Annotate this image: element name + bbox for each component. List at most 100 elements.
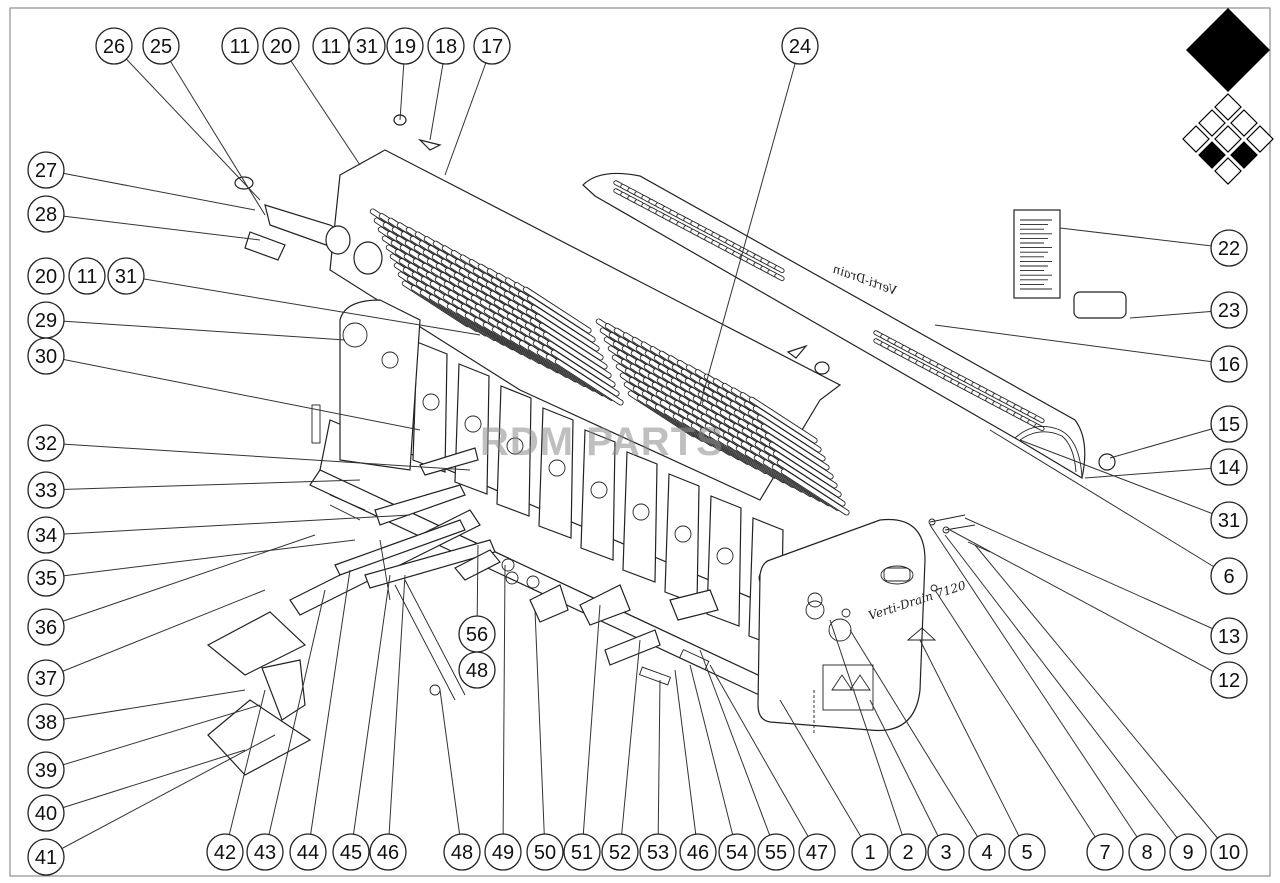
callout-47[interactable]: 47 bbox=[798, 833, 836, 871]
callout-34[interactable]: 34 bbox=[27, 516, 65, 554]
callout-22[interactable]: 22 bbox=[1210, 229, 1248, 267]
callout-51[interactable]: 51 bbox=[563, 833, 601, 871]
leader-line bbox=[944, 534, 1189, 853]
callout-4[interactable]: 4 bbox=[968, 833, 1006, 871]
callout-32[interactable]: 32 bbox=[27, 424, 65, 462]
leader-line bbox=[674, 669, 699, 853]
callout-number: 22 bbox=[1218, 238, 1240, 260]
callout-19[interactable]: 19 bbox=[386, 27, 424, 65]
callout-55[interactable]: 55 bbox=[757, 833, 795, 871]
callout-46[interactable]: 46 bbox=[369, 833, 407, 871]
leader-line bbox=[869, 699, 947, 853]
callout-48[interactable]: 48 bbox=[443, 833, 481, 871]
callout-11[interactable]: 11 bbox=[68, 257, 106, 295]
callout-10[interactable]: 10 bbox=[1210, 833, 1248, 871]
callout-50[interactable]: 50 bbox=[526, 833, 564, 871]
callout-number: 31 bbox=[115, 266, 137, 288]
callout-number: 37 bbox=[35, 668, 57, 690]
callout-24[interactable]: 24 bbox=[781, 27, 819, 65]
callout-number: 15 bbox=[1218, 414, 1240, 436]
callout-26[interactable]: 26 bbox=[95, 27, 133, 65]
callout-31[interactable]: 31 bbox=[348, 27, 386, 65]
callout-35[interactable]: 35 bbox=[27, 559, 65, 597]
leader-line bbox=[45, 689, 246, 723]
callout-number: 27 bbox=[35, 160, 57, 182]
leader-line bbox=[45, 734, 276, 858]
leader-line bbox=[444, 45, 493, 176]
leader-line bbox=[45, 534, 316, 628]
leader-line bbox=[224, 689, 266, 853]
callout-16[interactable]: 16 bbox=[1210, 345, 1248, 383]
callout-52[interactable]: 52 bbox=[601, 833, 639, 871]
callout-6[interactable]: 6 bbox=[1210, 557, 1248, 595]
leader-line bbox=[307, 569, 351, 853]
leader-line bbox=[581, 604, 601, 853]
callout-number: 18 bbox=[435, 36, 457, 58]
leader-line bbox=[709, 664, 818, 853]
callout-27[interactable]: 27 bbox=[27, 151, 65, 189]
callout-11[interactable]: 11 bbox=[221, 27, 259, 65]
leader-line bbox=[45, 749, 246, 814]
callout-45[interactable]: 45 bbox=[332, 833, 370, 871]
callout-7[interactable]: 7 bbox=[1086, 833, 1124, 871]
callout-44[interactable]: 44 bbox=[289, 833, 327, 871]
callout-39[interactable]: 39 bbox=[27, 751, 65, 789]
callout-number: 4 bbox=[981, 842, 992, 864]
callout-18[interactable]: 18 bbox=[427, 27, 465, 65]
callout-9[interactable]: 9 bbox=[1169, 833, 1207, 871]
callout-number: 54 bbox=[726, 842, 748, 864]
callout-12[interactable]: 12 bbox=[1210, 661, 1248, 699]
callout-46[interactable]: 46 bbox=[679, 833, 717, 871]
callout-17[interactable]: 17 bbox=[473, 27, 511, 65]
leader-line bbox=[989, 429, 1230, 577]
callout-15[interactable]: 15 bbox=[1210, 405, 1248, 443]
leader-line bbox=[45, 514, 411, 536]
callout-54[interactable]: 54 bbox=[718, 833, 756, 871]
callout-43[interactable]: 43 bbox=[246, 833, 284, 871]
callout-31[interactable]: 31 bbox=[1210, 501, 1248, 539]
leader-line bbox=[929, 524, 1148, 853]
callout-20[interactable]: 20 bbox=[27, 257, 65, 295]
leader-line bbox=[949, 529, 1230, 681]
callout-42[interactable]: 42 bbox=[206, 833, 244, 871]
callout-number: 24 bbox=[789, 36, 811, 58]
leader-line bbox=[45, 442, 471, 471]
callout-number: 2 bbox=[902, 842, 913, 864]
callout-8[interactable]: 8 bbox=[1128, 833, 1166, 871]
callout-13[interactable]: 13 bbox=[1210, 617, 1248, 655]
callout-28[interactable]: 28 bbox=[27, 195, 65, 233]
callout-23[interactable]: 23 bbox=[1210, 291, 1248, 329]
callout-41[interactable]: 41 bbox=[27, 838, 65, 876]
callout-53[interactable]: 53 bbox=[639, 833, 677, 871]
callout-29[interactable]: 29 bbox=[27, 301, 65, 339]
callout-48[interactable]: 48 bbox=[458, 651, 496, 689]
callout-38[interactable]: 38 bbox=[27, 703, 65, 741]
callout-40[interactable]: 40 bbox=[27, 794, 65, 832]
leader-line bbox=[657, 679, 661, 853]
callout-49[interactable]: 49 bbox=[484, 833, 522, 871]
callout-2[interactable]: 2 bbox=[889, 833, 927, 871]
callout-3[interactable]: 3 bbox=[927, 833, 965, 871]
callout-25[interactable]: 25 bbox=[142, 27, 180, 65]
callout-56[interactable]: 56 bbox=[458, 615, 496, 653]
callout-14[interactable]: 14 bbox=[1210, 448, 1248, 486]
leader-line bbox=[699, 649, 777, 853]
callout-20[interactable]: 20 bbox=[262, 27, 300, 65]
callout-30[interactable]: 30 bbox=[27, 337, 65, 375]
callout-36[interactable]: 36 bbox=[27, 608, 65, 646]
callout-number: 1 bbox=[864, 842, 875, 864]
callout-number: 36 bbox=[35, 617, 57, 639]
leader-line bbox=[350, 574, 391, 853]
callout-number: 49 bbox=[492, 842, 514, 864]
callout-33[interactable]: 33 bbox=[27, 471, 65, 509]
callout-1[interactable]: 1 bbox=[851, 833, 889, 871]
leader-line bbox=[45, 704, 261, 771]
callout-31[interactable]: 31 bbox=[107, 257, 145, 295]
callout-number: 47 bbox=[806, 842, 828, 864]
callout-11[interactable]: 11 bbox=[312, 27, 350, 65]
callout-37[interactable]: 37 bbox=[27, 659, 65, 697]
callout-number: 40 bbox=[35, 803, 57, 825]
callout-5[interactable]: 5 bbox=[1008, 833, 1046, 871]
diagram-border bbox=[9, 7, 1271, 877]
